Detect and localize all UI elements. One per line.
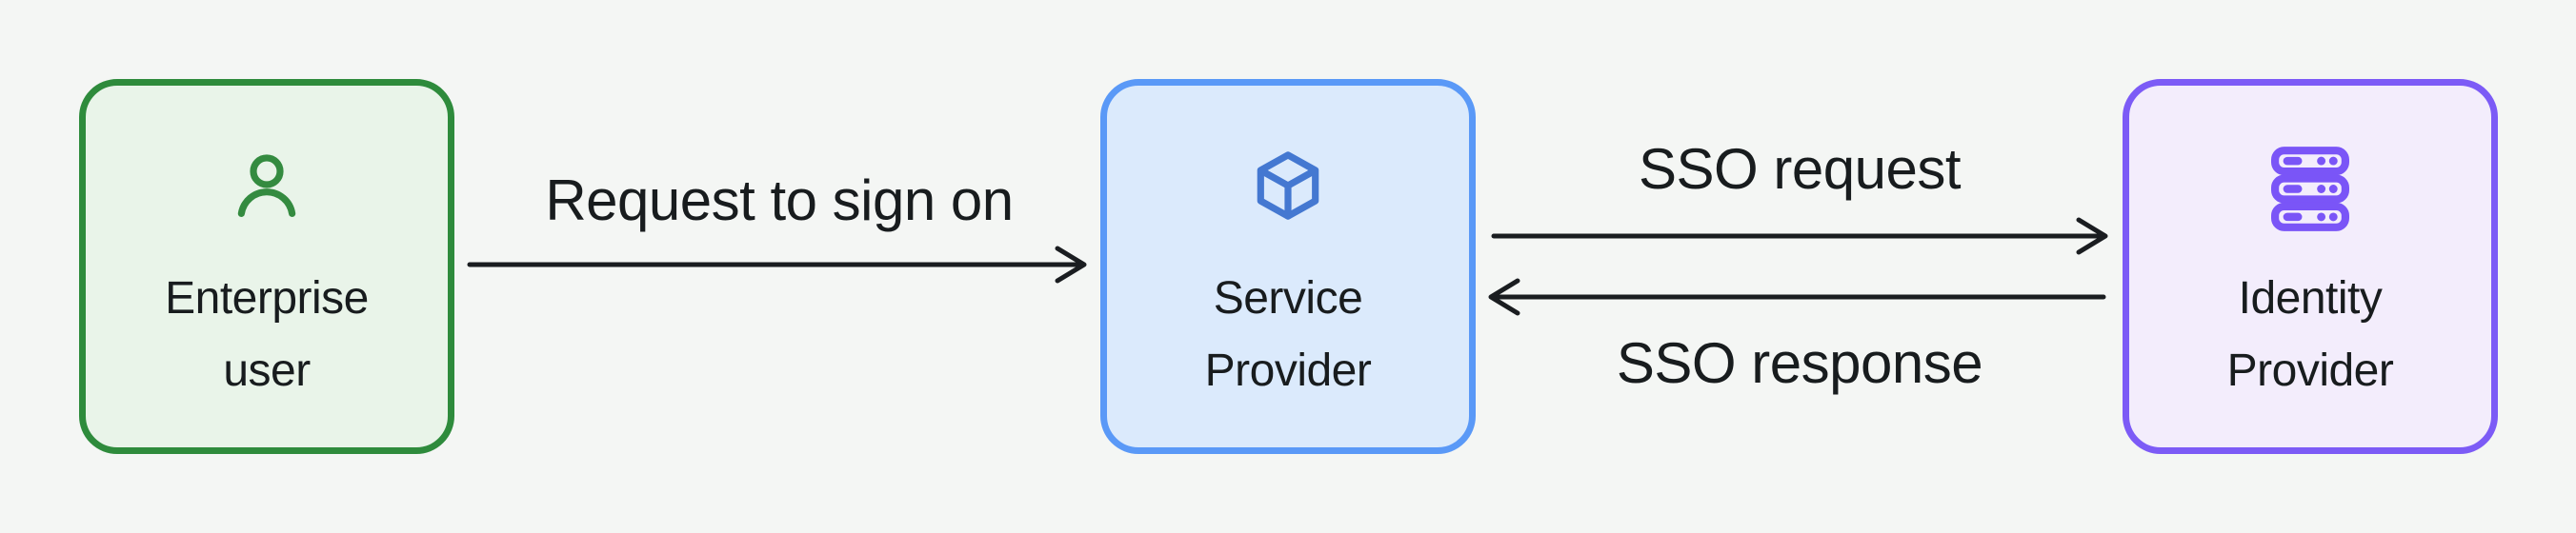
service-provider-label: Service Provider xyxy=(1107,263,1469,407)
cube-icon xyxy=(1107,147,1469,225)
identity-provider-label-line2: Provider xyxy=(2226,345,2394,396)
arrow-label-sso-response: SSO response xyxy=(1616,331,1983,395)
node-service-provider: Service Provider xyxy=(1100,79,1476,454)
arrow-label-request-to-sign-on: Request to sign on xyxy=(545,168,1014,232)
enterprise-user-label-line1: Enterprise xyxy=(165,273,369,324)
arrow-label-sso-request: SSO request xyxy=(1638,137,1962,201)
server-stack-icon xyxy=(2129,147,2491,231)
user-icon xyxy=(86,147,448,225)
identity-provider-label-line1: Identity xyxy=(2238,273,2383,324)
node-identity-provider: Identity Provider xyxy=(2123,79,2498,454)
node-enterprise-user: Enterprise user xyxy=(79,79,454,454)
arrow-request-to-sign-on xyxy=(467,246,1087,284)
identity-provider-label: Identity Provider xyxy=(2129,263,2491,407)
arrow-sso-response xyxy=(1488,278,2106,316)
arrow-sso-request xyxy=(1491,217,2108,255)
enterprise-user-label: Enterprise user xyxy=(86,263,448,407)
service-provider-label-line2: Provider xyxy=(1204,345,1372,396)
enterprise-user-label-line2: user xyxy=(223,345,311,396)
service-provider-label-line1: Service xyxy=(1213,273,1363,324)
